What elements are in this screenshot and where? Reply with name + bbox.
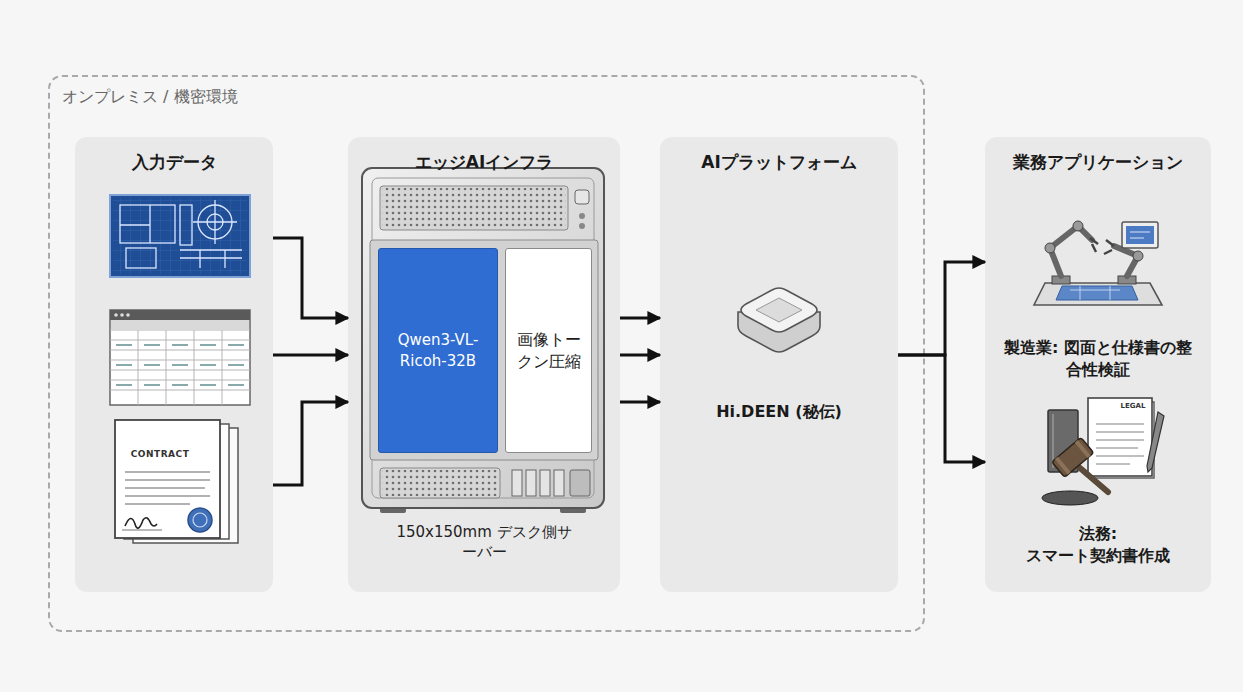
arrow-line — [898, 355, 985, 462]
column-panel: 業務アプリケーション製造業: 図面と仕様書の整合性検証 LEGAL 法務: スマート… — [985, 137, 1211, 592]
group-heading: 業務アプリケーション — [985, 151, 1211, 174]
process-box: 画像トークン圧縮 — [505, 248, 592, 453]
environment-region: オンプレミス / 機密環境 — [48, 75, 925, 632]
platform-name: Hi.DEEN (秘伝) — [689, 402, 869, 423]
legal-illustration — [1042, 398, 1164, 505]
box-label: Qwen3-VL-Ricoh-32B — [387, 330, 489, 371]
arrow-line — [273, 238, 348, 318]
group-heading: エッジAIインフラ — [348, 151, 620, 174]
arrow-line — [273, 402, 348, 485]
flow-arrow — [273, 402, 348, 485]
flow-arrow — [620, 402, 660, 403]
column-panel: AIプラットフォーム Hi.DEEN (秘伝) — [660, 137, 898, 592]
model-box: Qwen3-VL-Ricoh-32B — [378, 248, 498, 453]
group-heading: AIプラットフォーム — [660, 151, 898, 174]
arrow-line — [620, 401, 660, 404]
group-heading: 入力データ — [75, 151, 273, 174]
flow-arrow — [273, 355, 348, 356]
arrow-line — [273, 354, 348, 357]
arrow-line — [620, 354, 660, 357]
flow-arrow — [273, 238, 348, 318]
flow-arrow — [620, 318, 660, 319]
contract-icon — [115, 420, 238, 543]
document-title: LEGAL — [1116, 402, 1150, 410]
group-heading: オンプレミス / 機密環境 — [62, 87, 238, 108]
app-caption: 法務: スマート契約書作成 — [1013, 523, 1183, 566]
table-icon — [110, 310, 250, 405]
box-label: 画像トークン圧縮 — [514, 329, 583, 372]
app-caption: 製造業: 図面と仕様書の整合性検証 — [998, 337, 1198, 380]
document-title: CONTRACT — [125, 449, 195, 459]
flow-arrow — [620, 355, 660, 356]
column-panel: エッジAIインフラ Qwen3-VL-Ricoh-32B 画像トークン圧縮 150x1… — [348, 137, 620, 592]
arrow-line — [620, 317, 660, 320]
device-caption: 150x150mm デスク側サーバー — [394, 522, 574, 563]
flow-arrow — [898, 262, 985, 462]
arrow-line — [898, 262, 985, 355]
robot-illustration — [1034, 221, 1162, 305]
column-panel: 入力データ CONTRACT — [75, 137, 273, 592]
blueprint-icon — [110, 195, 250, 277]
